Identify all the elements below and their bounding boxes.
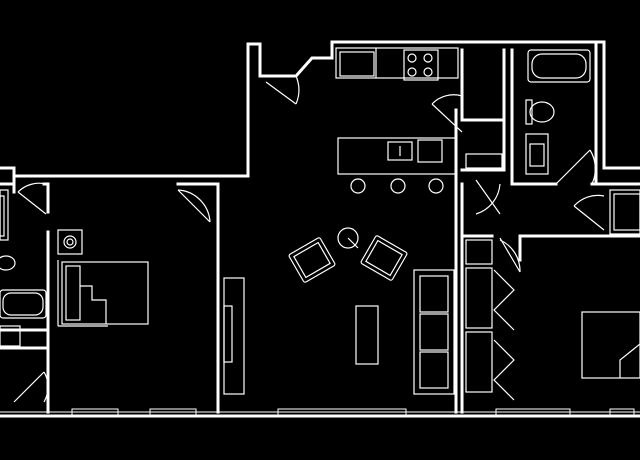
burner	[423, 53, 433, 63]
stool	[428, 178, 444, 194]
bathtub	[0, 289, 47, 319]
closet-core	[465, 153, 515, 401]
door-swing	[177, 189, 211, 223]
washer-drum	[66, 238, 74, 246]
left-bath	[0, 189, 47, 347]
counter	[335, 47, 459, 79]
sofa-cushion	[419, 351, 449, 389]
burner	[407, 67, 417, 77]
doors	[13, 75, 605, 403]
bed-sheet	[619, 343, 640, 378]
bed-sheet	[80, 285, 107, 324]
exterior-walls	[0, 40, 640, 418]
sofa-cushion	[419, 275, 449, 313]
right-bedroom	[581, 189, 640, 379]
door-swing	[499, 237, 521, 273]
windows	[71, 408, 635, 416]
washer	[57, 229, 83, 255]
dishwasher	[417, 139, 443, 163]
cabinet	[0, 325, 21, 347]
stool	[390, 178, 406, 194]
closet	[609, 189, 640, 235]
interior-walls	[0, 40, 640, 414]
sink	[525, 133, 549, 175]
cabinet	[339, 51, 375, 77]
island	[337, 137, 457, 175]
door-swing	[13, 371, 49, 403]
sink-basin	[529, 143, 545, 167]
sink	[387, 141, 413, 161]
door-swing	[17, 182, 47, 215]
closet-shelf	[613, 193, 640, 231]
cabinet	[0, 195, 5, 237]
shelf	[465, 153, 503, 169]
left-bedroom	[57, 229, 149, 327]
door-swing	[573, 194, 605, 231]
shelf	[465, 331, 493, 393]
bed	[581, 311, 640, 379]
bathtub-basin	[2, 292, 44, 316]
toilet	[529, 101, 555, 123]
kitchen	[335, 47, 459, 194]
pillow	[65, 265, 81, 321]
living-room	[223, 227, 455, 395]
sofa-cushion	[419, 313, 449, 351]
shelf	[465, 239, 493, 265]
window	[609, 408, 635, 416]
door-swing	[265, 75, 300, 105]
door-swing	[475, 179, 501, 215]
bifold-door	[493, 339, 515, 401]
center-bath	[525, 49, 591, 175]
window	[495, 408, 571, 416]
window	[71, 408, 119, 416]
shelf	[465, 267, 493, 329]
bed	[61, 261, 149, 325]
armchair	[288, 237, 336, 283]
stool	[350, 178, 366, 194]
round-table	[337, 227, 359, 249]
toilet	[0, 255, 16, 271]
coffee-table	[355, 305, 379, 365]
bifold-door	[493, 269, 515, 331]
door-swing	[555, 149, 596, 185]
stove	[403, 49, 439, 81]
washer-drum	[63, 235, 77, 249]
bathtub-basin	[531, 53, 587, 79]
door-swing	[431, 94, 463, 133]
window	[277, 408, 407, 416]
bathtub	[527, 49, 591, 83]
armchair	[360, 235, 408, 281]
burner	[423, 67, 433, 77]
cabinet	[0, 189, 9, 241]
sofa	[413, 269, 455, 395]
tv-screen	[223, 305, 233, 363]
burner	[407, 53, 417, 63]
window	[149, 408, 197, 416]
tv-console	[223, 277, 245, 395]
toilet-tank	[525, 99, 533, 125]
